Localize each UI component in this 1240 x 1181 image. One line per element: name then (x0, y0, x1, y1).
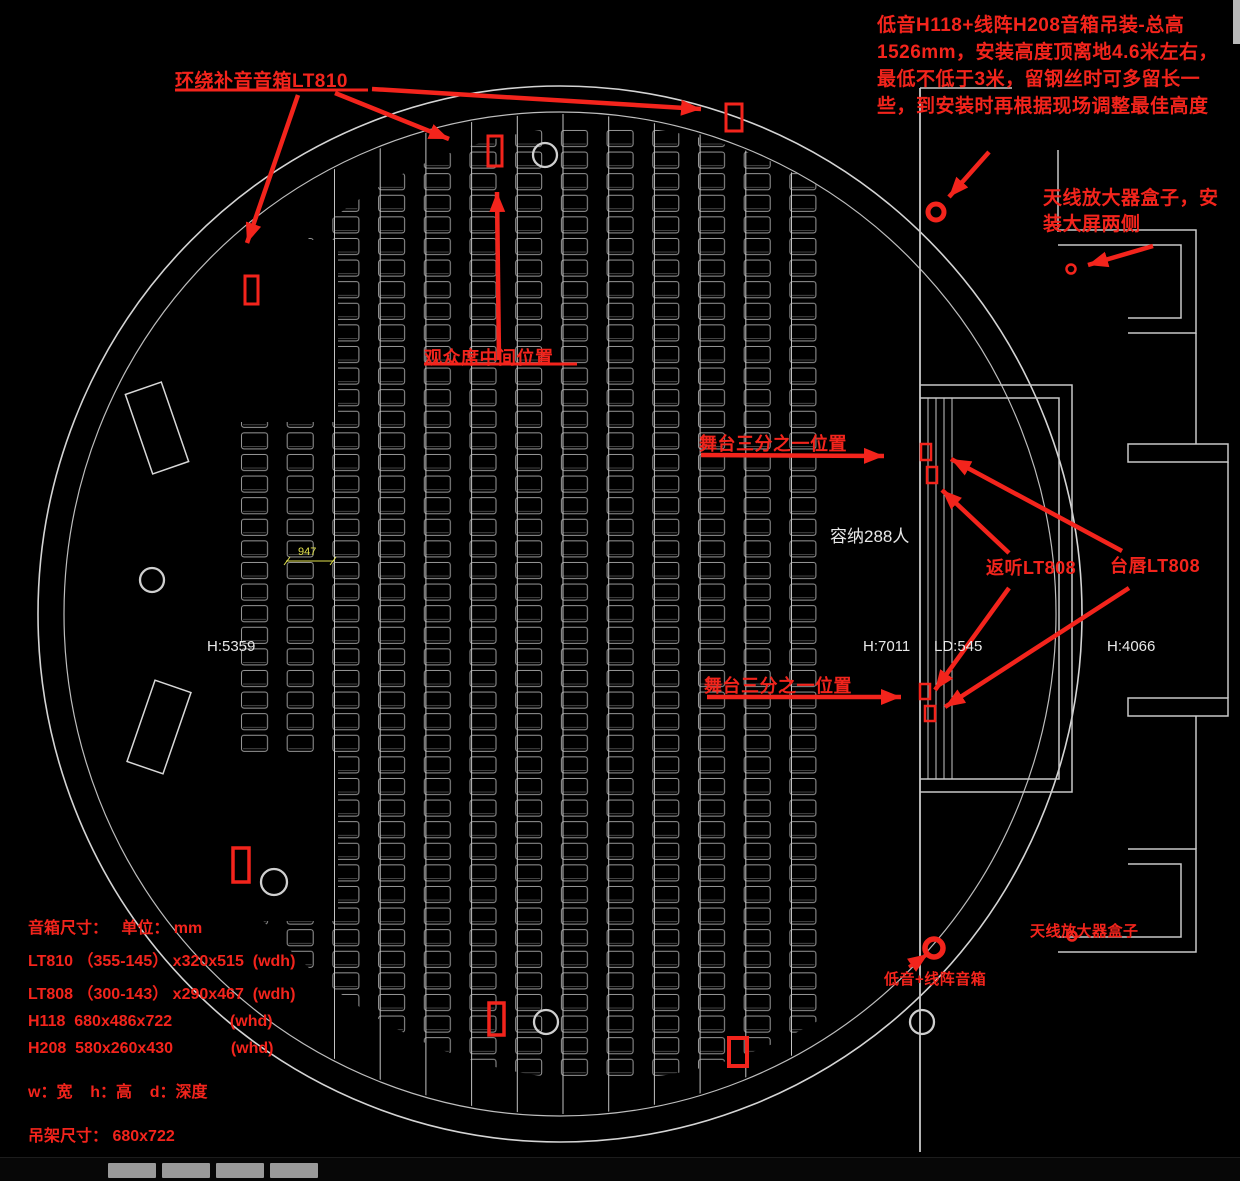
scrollbar[interactable] (1233, 0, 1240, 44)
spec-legend: w：宽 h：高 d：深度 (28, 1084, 208, 1101)
monitor-speaker-label: 返听LT808 (986, 558, 1077, 578)
taskbar (0, 1157, 1240, 1181)
antenna-box-label: 天线放大器盒子 (1030, 923, 1139, 940)
surround-speaker-marker-bottomright (727, 1036, 749, 1068)
stage-height-dim: H:7011 (863, 638, 911, 655)
row-lines (334, 114, 792, 1114)
spec-title: 音箱尺寸： 单位： mm (28, 920, 203, 937)
surround-speaker-marker-left (243, 274, 260, 306)
antenna-box-marker-bottom (1066, 930, 1078, 942)
sub-array-label: 低音+线阵音箱 (884, 971, 987, 988)
stage-third-top-label: 舞台三分之一位置 (699, 434, 847, 454)
stage-speaker-marker-3 (918, 682, 932, 701)
sub-array-hang-point-bottom (922, 936, 946, 960)
antenna-note-label: 天线放大器盒子，安装大屏两侧 (1043, 188, 1219, 235)
taskbar-item[interactable] (162, 1163, 210, 1178)
wall-notch-upper (1127, 443, 1229, 463)
capacity-label: 容纳288人 (830, 527, 910, 546)
aisle-dim-text: 947 (298, 546, 317, 558)
spec-lt808: LT808 （300-143） x290x467 (wdh) (28, 986, 296, 1003)
backstage-stair-lower (1058, 848, 1197, 953)
taskbar-item[interactable] (270, 1163, 318, 1178)
doors-and-columns (124, 141, 936, 1036)
ld-dim: LD:545 (934, 638, 983, 655)
lip-speaker-label: 台唇LT808 (1110, 556, 1201, 576)
annotation-arrows (175, 86, 1154, 972)
stage-speaker-marker-1 (919, 442, 933, 462)
door-left-upper (124, 381, 190, 475)
door-left-lower (126, 679, 192, 775)
backstage-stair-upper (1058, 229, 1197, 334)
spec-lt810: LT810 （355-145） x320x515 (wdh) (28, 953, 296, 970)
stage-speaker-marker-4 (923, 704, 937, 723)
structural-columns (138, 141, 936, 1036)
stage-structure (919, 87, 1229, 1152)
spec-rack: 吊架尺寸： 680x722 (28, 1128, 175, 1145)
surround-speaker-marker-bottom (487, 1001, 506, 1037)
speaker-markers (231, 102, 1078, 1068)
surround-speaker-marker-top (486, 134, 504, 168)
audience-center-label: 观众席中间位置 (424, 348, 554, 368)
stage-third-bottom-label: 舞台三分之一位置 (704, 676, 852, 696)
surround-speaker-marker-bottomleft (231, 846, 251, 884)
back-height-dim: H:4066 (1107, 638, 1156, 655)
taskbar-item[interactable] (108, 1163, 156, 1178)
spec-h118: H118 680x486x722 (whd) (28, 1013, 273, 1030)
wall-notch-lower (1127, 697, 1229, 717)
hall-height-dim: H:5359 (207, 638, 256, 655)
speaker-spec-block: 音箱尺寸： 单位： mm LT810 （355-145） x320x515 (w… (28, 914, 295, 1155)
sub-array-hang-point-top (925, 201, 947, 223)
stage-speaker-marker-2 (925, 465, 939, 485)
hang-note-label: 低音H118+线阵H208音箱吊装-总高1526mm，安装高度顶离地4.6米左右… (877, 15, 1218, 117)
spec-h208: H208 580x260x430 (whd) (28, 1040, 274, 1057)
surround-speaker-label: 环绕补音音箱LT810 (175, 71, 349, 92)
theater-walls (37, 85, 1083, 1143)
seating-area (236, 114, 826, 1114)
aisle-dimension (283, 556, 337, 566)
stage-outline (920, 384, 1073, 793)
antenna-box-marker-top (1065, 263, 1077, 275)
surround-speaker-marker-topright (724, 102, 744, 133)
taskbar-item[interactable] (216, 1163, 264, 1178)
